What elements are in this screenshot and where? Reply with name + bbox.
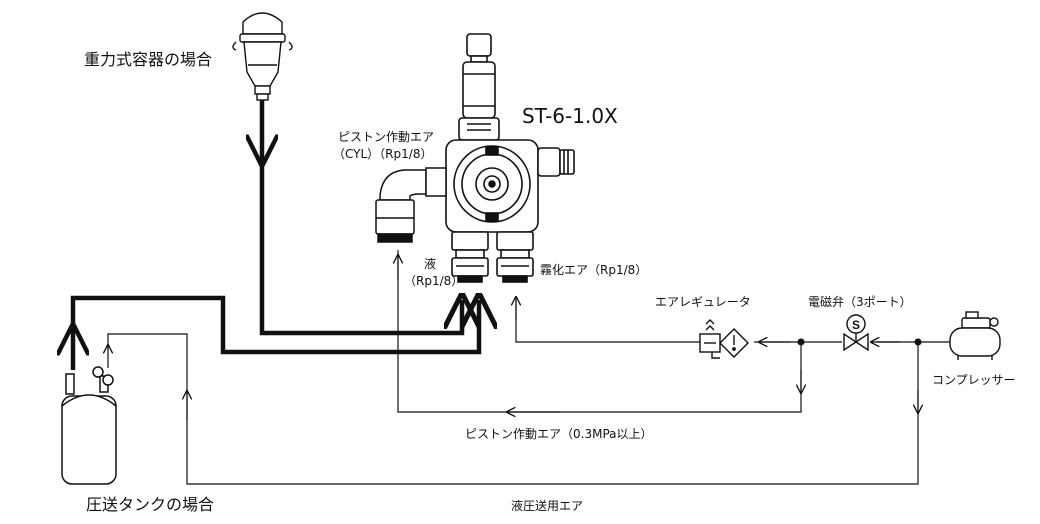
atomizing-air-label: 霧化エア（Rp1/8） [540, 263, 648, 277]
liquid-port-label-line1: 液 [424, 257, 437, 271]
pressure-tank-icon [61, 366, 117, 485]
piston-port-label-line1: ピストン作動エア [338, 130, 435, 144]
elbow-fitting-icon [375, 167, 447, 243]
compressor-label: コンプレッサー [932, 373, 1016, 387]
air-regulator-icon [699, 319, 749, 359]
spray-gun-icon [445, 33, 575, 283]
gravity-container-icon [232, 12, 293, 101]
compressor-icon [949, 311, 1001, 360]
solenoid-valve-label: 電磁弁（3ポート） [808, 295, 912, 309]
piston-port-label-line2: （CYL）（Rp1/8） [333, 147, 433, 161]
gravity-container-label: 重力式容器の場合 [84, 50, 213, 69]
tank-air-line-label: 液圧送用エア [511, 499, 584, 513]
model-name: ST-6-1.0X [522, 104, 618, 128]
air-regulator-label: エアレギュレータ [655, 295, 751, 309]
pressure-tank-label: 圧送タンクの場合 [86, 495, 215, 514]
tank-feed-line [70, 298, 479, 370]
tank-air-line [107, 333, 919, 485]
liquid-port-label-line2: （Rp1/8） [404, 274, 464, 288]
piston-air-line-label: ピストン作動エア（0.3MPa以上） [465, 427, 653, 441]
svg-text:S: S [852, 318, 860, 332]
solenoid-valve-icon [843, 314, 869, 352]
